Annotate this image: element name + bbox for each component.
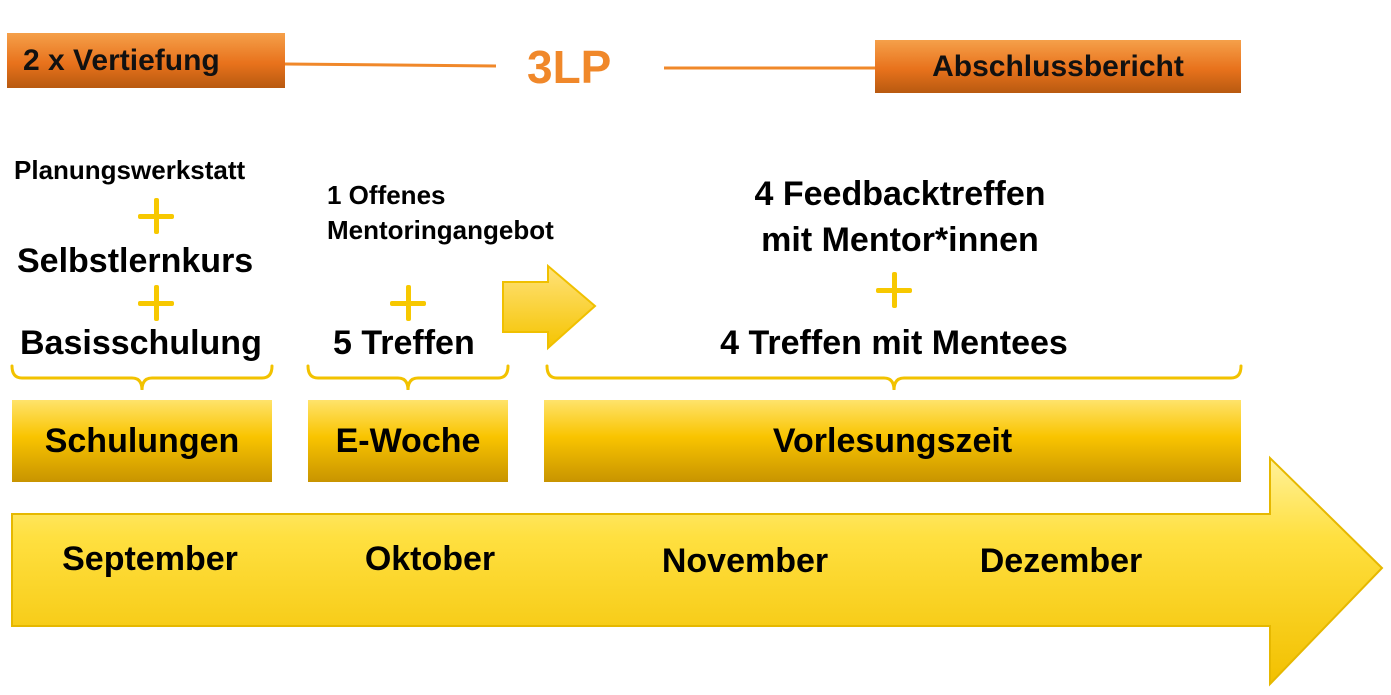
bracket-schulungen bbox=[10, 364, 274, 391]
planungswerkstatt-text: Planungswerkstatt bbox=[14, 155, 246, 185]
plus-icon bbox=[134, 281, 178, 325]
vorlesungszeit-label: Vorlesungszeit bbox=[772, 421, 1013, 460]
right-arrow-icon bbox=[502, 264, 597, 351]
selbstlernkurs-text: Selbstlernkurs bbox=[17, 242, 254, 280]
schulungen-box: Schulungen bbox=[12, 400, 272, 482]
bracket-ewoche bbox=[306, 364, 510, 391]
vorlesungszeit-box: Vorlesungszeit bbox=[544, 400, 1241, 482]
ewoche-label: E-Woche bbox=[335, 421, 481, 460]
abschlussbericht-label: Abschlussbericht bbox=[932, 49, 1184, 83]
month-dezember: Dezember bbox=[979, 542, 1143, 580]
bracket-dividers bbox=[10, 364, 1243, 391]
header-connector-lines bbox=[284, 62, 876, 70]
timeline-arrow bbox=[11, 455, 1384, 687]
month-oktober: Oktober bbox=[364, 540, 496, 578]
offenes-text: 1 Offenes bbox=[327, 180, 446, 210]
mentor-innen-text: mit Mentor*innen bbox=[761, 221, 1039, 259]
mentoringangebot-text: Mentoringangebot bbox=[327, 215, 554, 245]
basisschulung-text: Basisschulung bbox=[20, 324, 262, 362]
schulungen-label: Schulungen bbox=[44, 421, 240, 460]
treffen-mentees-text: 4 Treffen mit Mentees bbox=[720, 324, 1068, 362]
plus-icon bbox=[872, 268, 916, 312]
vertiefung-box: 2 x Vertiefung bbox=[7, 33, 285, 88]
fuenf-treffen-text: 5 Treffen bbox=[333, 324, 475, 362]
feedbacktreffen-text: 4 Feedbacktreffen bbox=[754, 175, 1046, 213]
plus-icon bbox=[386, 281, 430, 325]
plus-icon bbox=[134, 194, 178, 238]
ewoche-box: E-Woche bbox=[308, 400, 508, 482]
credit-points-label: 3LP bbox=[527, 41, 612, 93]
bracket-vorlesung bbox=[545, 364, 1243, 391]
vertiefung-label: 2 x Vertiefung bbox=[23, 43, 220, 77]
month-september: September bbox=[62, 540, 238, 578]
month-november: November bbox=[661, 542, 829, 580]
abschlussbericht-box: Abschlussbericht bbox=[875, 40, 1241, 93]
